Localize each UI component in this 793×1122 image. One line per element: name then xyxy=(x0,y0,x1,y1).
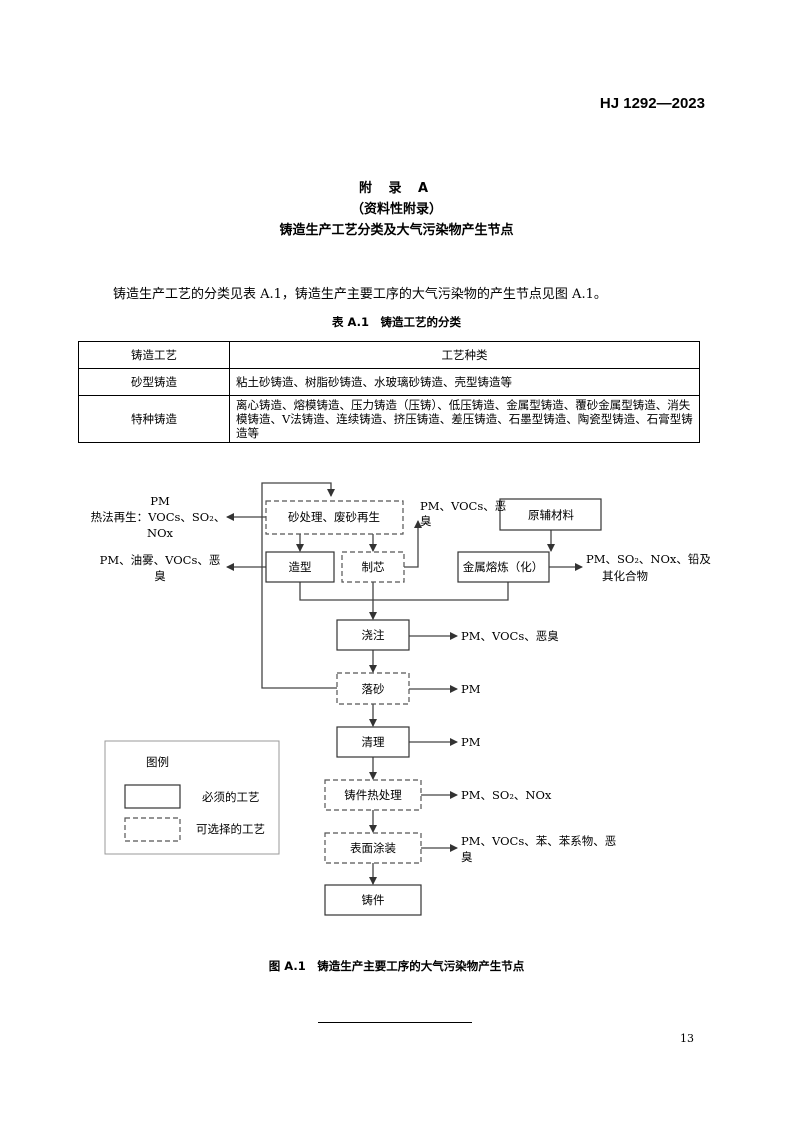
raw-materials-label: 原辅材料 xyxy=(528,508,574,522)
legend-title: 图例 xyxy=(146,755,169,769)
heat-treatment-label: 铸件热处理 xyxy=(344,788,402,802)
cleaning-emission-label: PM xyxy=(461,735,481,749)
legend-optional-swatch xyxy=(124,817,181,842)
table-cell-types: 离心铸造、熔模铸造、压力铸造（压铸）、低压铸造、金属型铸造、覆砂金属型铸造、消失… xyxy=(229,395,700,443)
table-header-row: 铸造工艺 工艺种类 xyxy=(78,341,700,369)
pouring-label: 浇注 xyxy=(362,628,385,642)
intro-paragraph: 铸造生产工艺的分类见表 A.1，铸造生产主要工序的大气污染物的产生节点见图 A.… xyxy=(113,287,607,302)
casting-process-table: 铸造工艺 工艺种类 砂型铸造 粘土砂铸造、树脂砂铸造、水玻璃砂铸造、壳型铸造等 … xyxy=(78,341,700,443)
sand-processing-label: 砂处理、废砂再生 xyxy=(288,510,380,524)
legend-required-label: 必须的工艺 xyxy=(202,790,260,804)
emission-flowchart: 砂处理、废砂再生 原辅材料 造型 制芯 金属熔炼（化） 浇注 落砂 清理 铸件热… xyxy=(91,482,711,916)
appendix-subtitle: （资料性附录） xyxy=(350,202,442,217)
table-row: 砂型铸造 粘土砂铸造、树脂砂铸造、水玻璃砂铸造、壳型铸造等 xyxy=(78,368,700,396)
shakeout-box xyxy=(336,672,410,705)
molding-emission-label: PM、油雾、VOCs、恶 xyxy=(100,553,221,567)
cleaning-label: 清理 xyxy=(362,735,385,749)
melting-box xyxy=(457,551,550,583)
sand-processing-box xyxy=(265,500,404,535)
coating-emission-label: PM、VOCs、苯、苯系物、恶 xyxy=(461,834,616,848)
table-header-cell: 铸造工艺 xyxy=(78,341,230,369)
melting-emission-label: PM、SO₂、NOx、铅及 xyxy=(586,552,711,566)
melting-label: 金属熔炼（化） xyxy=(463,560,544,574)
table-header-cell: 工艺种类 xyxy=(229,341,700,369)
appendix-title: 附 录 A xyxy=(358,181,435,196)
coremaking-label: 制芯 xyxy=(362,560,385,574)
shakeout-emission-label: PM xyxy=(461,682,481,696)
shakeout-label: 落砂 xyxy=(362,682,385,696)
cleaning-box xyxy=(336,726,410,758)
table-caption: 表 A.1 铸造工艺的分类 xyxy=(332,315,461,329)
molding-emission-label: 臭 xyxy=(154,569,166,583)
standard-code: HJ 1292—2023 xyxy=(599,95,705,112)
footer-divider xyxy=(318,1022,472,1023)
core-emission-arrow xyxy=(404,520,422,568)
table-cell-process: 砂型铸造 xyxy=(78,368,230,396)
figure-caption: 图 A.1 铸造生产主要工序的大气污染物产生节点 xyxy=(268,959,525,973)
core-emission-label: PM、VOCs、恶 xyxy=(420,499,506,513)
molding-label: 造型 xyxy=(289,560,312,574)
recycle-line xyxy=(261,482,337,689)
merge-line xyxy=(299,582,509,601)
table-cell-types: 粘土砂铸造、树脂砂铸造、水玻璃砂铸造、壳型铸造等 xyxy=(229,368,700,396)
legend-optional-label: 可选择的工艺 xyxy=(196,822,265,836)
page-number: 13 xyxy=(680,1032,694,1045)
pouring-emission-label: PM、VOCs、恶臭 xyxy=(461,629,559,643)
appendix-heading: 铸造生产工艺分类及大气污染物产生节点 xyxy=(279,223,514,238)
table-cell-process: 特种铸造 xyxy=(78,395,230,443)
sand-emission-label: PM xyxy=(150,494,170,508)
coating-label: 表面涂装 xyxy=(350,841,396,855)
table-row: 特种铸造 离心铸造、熔模铸造、压力铸造（压铸）、低压铸造、金属型铸造、覆砂金属型… xyxy=(78,395,700,443)
casting-box xyxy=(324,884,422,916)
casting-label: 铸件 xyxy=(362,893,385,907)
coremaking-box xyxy=(341,551,405,583)
coating-emission-label: 臭 xyxy=(461,850,473,864)
sand-emission-label: NOx xyxy=(147,526,173,540)
legend-frame xyxy=(104,740,280,855)
legend-required-swatch xyxy=(124,784,181,809)
coating-box xyxy=(324,832,422,864)
heat-emission-label: PM、SO₂、NOx xyxy=(461,788,552,802)
pouring-box xyxy=(336,619,410,651)
sand-emission-label: 热法再生：VOCs、SO₂、 xyxy=(91,510,226,524)
melting-emission-label: 其化合物 xyxy=(602,569,648,583)
heat-treatment-box xyxy=(324,779,422,811)
raw-materials-box xyxy=(499,498,602,531)
core-emission-label: 臭 xyxy=(420,514,432,528)
molding-box xyxy=(265,551,335,583)
